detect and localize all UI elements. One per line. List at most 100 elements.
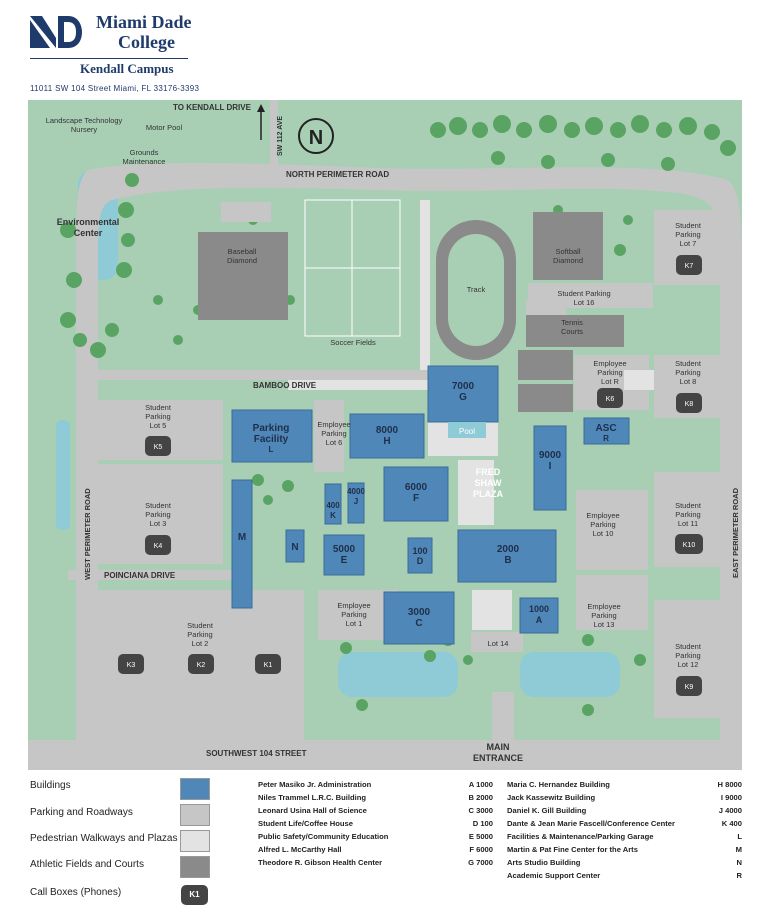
call-box-k7[interactable]: K7 (676, 255, 702, 275)
call-box-k3-label: K3 (127, 662, 136, 669)
bldg-i-label-2: I (549, 461, 552, 472)
call-box-k9[interactable]: K9 (676, 676, 702, 696)
bldg-e-label-1: 5000 (333, 544, 356, 555)
south-lake-east (520, 652, 620, 697)
lot10-label-3: Lot 10 (593, 529, 614, 538)
call-box-k3[interactable]: K3 (118, 654, 144, 674)
legend-key-buildings: Buildings (30, 780, 71, 791)
west-canal (56, 420, 70, 530)
bldg-i-label-1: 9000 (539, 450, 562, 461)
call-box-k8[interactable]: K8 (676, 393, 702, 413)
lot10-label-2: Parking (590, 520, 615, 529)
legend-building-code: L (737, 832, 742, 841)
lot14-label: Lot 14 (488, 639, 509, 648)
lot3-label-2: Parking (145, 510, 170, 519)
legend-building-code: I 9000 (720, 793, 742, 802)
legend-building-code: M (735, 845, 742, 854)
legend-building-code: B 2000 (468, 793, 494, 802)
legend-building-name: Leonard Usina Hall of Science (258, 806, 367, 815)
legend-building-code: E 5000 (468, 832, 493, 841)
bldg-e-label-2: E (341, 555, 348, 566)
bldg-l-label-1: Parking (253, 423, 290, 434)
header: Miami Dade College Kendall Campus 11011 … (0, 0, 768, 100)
call-box-k4[interactable]: K4 (145, 535, 171, 555)
soccer-label: Soccer Fields (330, 338, 376, 347)
legend-swatch-buildings (180, 778, 210, 800)
lot6-label-3: Lot 6 (326, 438, 343, 447)
lot5-label-3: Lot 5 (150, 421, 167, 430)
main-entrance-label-1: MAIN (487, 742, 510, 752)
legend-building-name: Theodore R. Gibson Health Center (258, 858, 383, 867)
call-box-k10[interactable]: K10 (675, 534, 703, 554)
legend-building-name: Niles Trammel L.R.C. Building (258, 793, 367, 802)
env-center-label-1: Environmental (57, 217, 120, 227)
call-box-k9-label: K9 (685, 684, 694, 691)
call-box-k10-label: K10 (683, 542, 696, 549)
bldg-c-label-2: C (415, 618, 422, 629)
softball-label-1: Softball (555, 247, 580, 256)
legend-building-name: Daniel K. Gill Building (507, 806, 587, 815)
legend-building-code: C 3000 (468, 806, 494, 815)
legend-building-code: H 8000 (717, 780, 743, 789)
legend-swatch-walkways (180, 830, 210, 852)
call-box-k2[interactable]: K2 (188, 654, 214, 674)
bldg-g-label-2: G (459, 392, 467, 403)
call-box-k6[interactable]: K6 (597, 388, 623, 408)
legend-key-callboxes: Call Boxes (Phones) (30, 887, 122, 898)
lot1-label-1: Employee (337, 601, 370, 610)
lot1-label-3: Lot 1 (346, 619, 363, 628)
buildings (231, 365, 630, 645)
bldg-f-label-2: F (413, 493, 419, 504)
bldg-h-label-2: H (383, 436, 390, 447)
road-label-sw112: SW 112 AVE (277, 116, 284, 156)
baseball-label-1: Baseball (228, 247, 257, 256)
kendall-arrow-head-icon (257, 104, 265, 112)
lot3-label-3: Lot 3 (150, 519, 167, 528)
lot16-label-1: Student Parking (557, 289, 610, 298)
bldg-r-label-2: R (603, 434, 609, 443)
legend-building-code: R (736, 871, 742, 880)
bldg-l-label-2: Facility (254, 434, 289, 445)
road-label-bamboo: BAMBOO DRIVE (253, 381, 317, 390)
legend-building-name: Public Safety/Community Education (258, 832, 389, 841)
bldg-h-label-1: 8000 (376, 425, 399, 436)
legend-building-name: Alfred L. McCarthy Hall (258, 845, 342, 854)
lotR-label-2: Parking (597, 368, 622, 377)
lotR-label-1: Employee (593, 359, 626, 368)
legend-key-walkways: Pedestrian Walkways and Plazas (30, 833, 178, 844)
road-label-west-perimeter: WEST PERIMETER ROAD (83, 488, 92, 580)
road-label-to-kendall: TO KENDALL DRIVE (173, 103, 252, 112)
mdc-logo-mark (30, 16, 82, 48)
lot3-label-1: Student (145, 501, 172, 510)
bldg-l-label-3: L (269, 445, 274, 454)
bldg-c-label-1: 3000 (408, 607, 431, 618)
bldg-d-label-1: 100 (412, 546, 427, 556)
call-box-k5[interactable]: K5 (145, 436, 171, 456)
lot6-label-2: Parking (321, 429, 346, 438)
bldg-j-label-2: J (354, 497, 358, 506)
logo-text-line2: College (118, 32, 175, 52)
south-lake-west (338, 652, 458, 697)
lotR-label-3: Lot R (601, 377, 620, 386)
track-label: Track (467, 285, 486, 294)
call-box-k5-label: K5 (154, 444, 163, 451)
campus-address: 11011 SW 104 Street Miami, FL 33176-3393 (30, 84, 200, 93)
lot2-label-3: Lot 2 (192, 639, 209, 648)
bldg-n-label: N (291, 542, 298, 553)
legend-swatch-athletic (180, 856, 210, 878)
lot8-label-1: Student (675, 359, 702, 368)
walkways (288, 200, 654, 630)
logo-divider (30, 58, 188, 59)
legend-building-name: Maria C. Hernandez Building (507, 780, 610, 789)
lot13-label-1: Employee (587, 602, 620, 611)
map-legend: Buildings Parking and Roadways Pedestria… (0, 770, 768, 919)
landscape-label-2: Nursery (71, 125, 98, 134)
north-arrow-icon: N (309, 127, 323, 149)
baseball-label-2: Diamond (227, 256, 257, 265)
lot5-label-1: Student (145, 403, 172, 412)
legend-building-code: F 6000 (469, 845, 493, 854)
call-box-k1[interactable]: K1 (255, 654, 281, 674)
legend-swatch-parking (180, 804, 210, 826)
call-box-k8-label: K8 (685, 401, 694, 408)
lot7-label-3: Lot 7 (680, 239, 697, 248)
